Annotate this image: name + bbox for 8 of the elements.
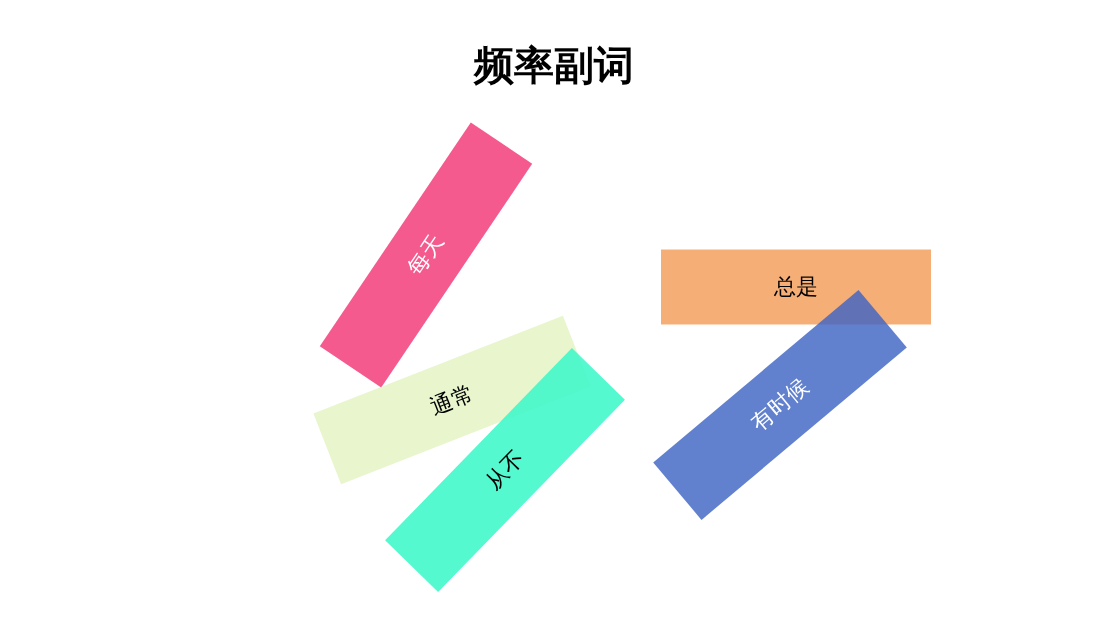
card-label: 从不 [481,445,529,495]
title: 频率副词 [472,41,635,90]
card-label: 每天 [403,230,449,281]
word-card [661,249,931,325]
card-label: 总是 [774,275,818,300]
word-card [385,348,625,592]
card-label: 通常 [427,380,477,420]
card-label: 有时候 [746,374,814,436]
